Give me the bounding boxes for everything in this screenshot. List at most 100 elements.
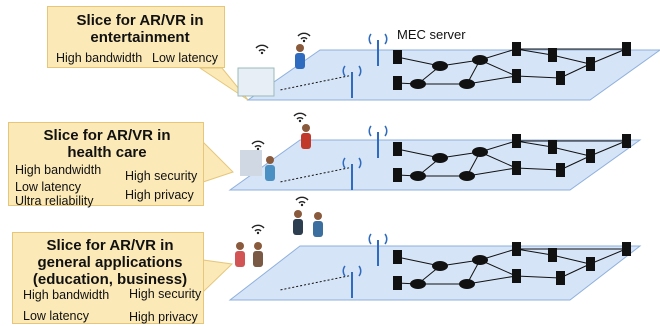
slice-general-title: Slice for AR/VR in general applications … <box>32 237 188 288</box>
slice-entertainment-req-latency: Low latency <box>152 51 219 65</box>
wifi-icon <box>297 32 311 43</box>
user-head <box>314 212 322 220</box>
wifi-arc <box>251 140 265 145</box>
network-link <box>551 54 591 65</box>
network-link <box>515 167 561 171</box>
wifi-dot <box>300 203 304 207</box>
medical-screen-image <box>240 150 262 176</box>
network-link <box>551 254 591 265</box>
server-icon <box>622 42 631 56</box>
server-icon <box>512 161 521 175</box>
server-icon <box>548 140 557 154</box>
network-link <box>466 275 517 285</box>
user-icon <box>265 156 275 181</box>
router-icon <box>410 79 426 89</box>
server-icon <box>556 71 565 85</box>
slice-healthcare-callout: Slice for AR/VR in health care High band… <box>8 122 204 208</box>
user-body <box>253 251 263 267</box>
slice-entertainment-callout: Slice for AR/VR in entertainment High ba… <box>47 6 225 68</box>
server-icon <box>393 276 402 290</box>
wifi-arc <box>295 196 309 201</box>
wifi-dot <box>256 147 260 151</box>
server-icon <box>622 242 631 256</box>
server-icon <box>586 149 595 163</box>
user-head <box>302 124 310 132</box>
wifi-arc <box>251 224 265 229</box>
user-head <box>294 210 302 218</box>
slice-healthcare-req-latency: Low latency <box>15 180 82 194</box>
slice-general-req-security: High security <box>129 287 202 301</box>
slice-entertainment-title: Slice for AR/VR in entertainment <box>76 12 204 46</box>
server-icon <box>512 269 521 283</box>
wifi-arc <box>296 117 304 120</box>
wifi-arc <box>298 201 306 204</box>
server-icon <box>393 50 402 64</box>
server-icon <box>622 134 631 148</box>
slice-general-callout: Slice for AR/VR in general applications … <box>12 232 204 324</box>
slice-entertainment-req-bandwidth: High bandwidth <box>56 51 143 65</box>
mec-server-label: MEC server <box>397 27 466 42</box>
slice-healthcare-plane <box>228 139 642 191</box>
antenna-signal-icon <box>342 65 362 77</box>
user-body <box>295 53 305 69</box>
server-icon <box>393 168 402 182</box>
slice-healthcare-title: Slice for AR/VR in health care <box>43 127 171 161</box>
slice-general-req-latency: Low latency <box>23 309 90 323</box>
network-link <box>466 75 517 85</box>
wifi-arc <box>254 229 262 232</box>
wifi-icon <box>293 112 307 123</box>
network-link <box>466 167 517 177</box>
wifi-dot <box>298 119 302 123</box>
slice-general-pointer <box>202 259 234 294</box>
server-icon <box>548 248 557 262</box>
network-link <box>515 48 553 56</box>
slice-healthcare-req-security: High security <box>125 169 198 183</box>
user-body <box>301 133 311 149</box>
user-body <box>235 251 245 267</box>
user-head <box>296 44 304 52</box>
router-icon <box>432 153 448 163</box>
router-icon <box>459 279 475 289</box>
wifi-arc <box>297 32 311 37</box>
wifi-dot <box>302 39 306 43</box>
router-icon <box>459 79 475 89</box>
router-icon <box>472 147 488 157</box>
server-icon <box>512 42 521 56</box>
antenna-signal-icon <box>368 125 388 137</box>
network-link <box>515 248 553 256</box>
wifi-icon <box>295 196 309 207</box>
slice-entertainment-pointer <box>198 67 249 101</box>
network-topology-3 <box>279 233 631 298</box>
server-icon <box>512 134 521 148</box>
server-icon <box>586 257 595 271</box>
router-icon <box>472 55 488 65</box>
wifi-dot <box>260 51 264 55</box>
slice-entertainment-plane <box>246 49 660 101</box>
wifi-icon <box>255 44 269 55</box>
slice-general-req-privacy: High privacy <box>129 310 198 324</box>
antenna-signal-icon <box>368 33 388 45</box>
network-link <box>515 275 561 279</box>
antenna-signal-icon <box>368 233 388 245</box>
network-link <box>589 48 627 65</box>
server-icon <box>393 142 402 156</box>
router-icon <box>472 255 488 265</box>
user-icon <box>301 124 311 149</box>
slice-healthcare-req-privacy: High privacy <box>125 188 194 202</box>
user-body <box>265 165 275 181</box>
wifi-dot <box>256 231 260 235</box>
network-topology-1 <box>279 33 631 98</box>
router-icon <box>410 279 426 289</box>
router-icon <box>410 171 426 181</box>
user-body <box>293 219 303 235</box>
wireless-link <box>279 166 354 183</box>
network-topology-2 <box>279 125 631 190</box>
wifi-arc <box>293 112 307 117</box>
slice-healthcare-req-bandwidth: High bandwidth <box>15 163 102 177</box>
server-icon <box>556 271 565 285</box>
vr-headset-image <box>237 67 275 97</box>
wireless-link <box>279 274 354 291</box>
wifi-icon <box>251 224 265 235</box>
user-icon <box>313 212 323 237</box>
